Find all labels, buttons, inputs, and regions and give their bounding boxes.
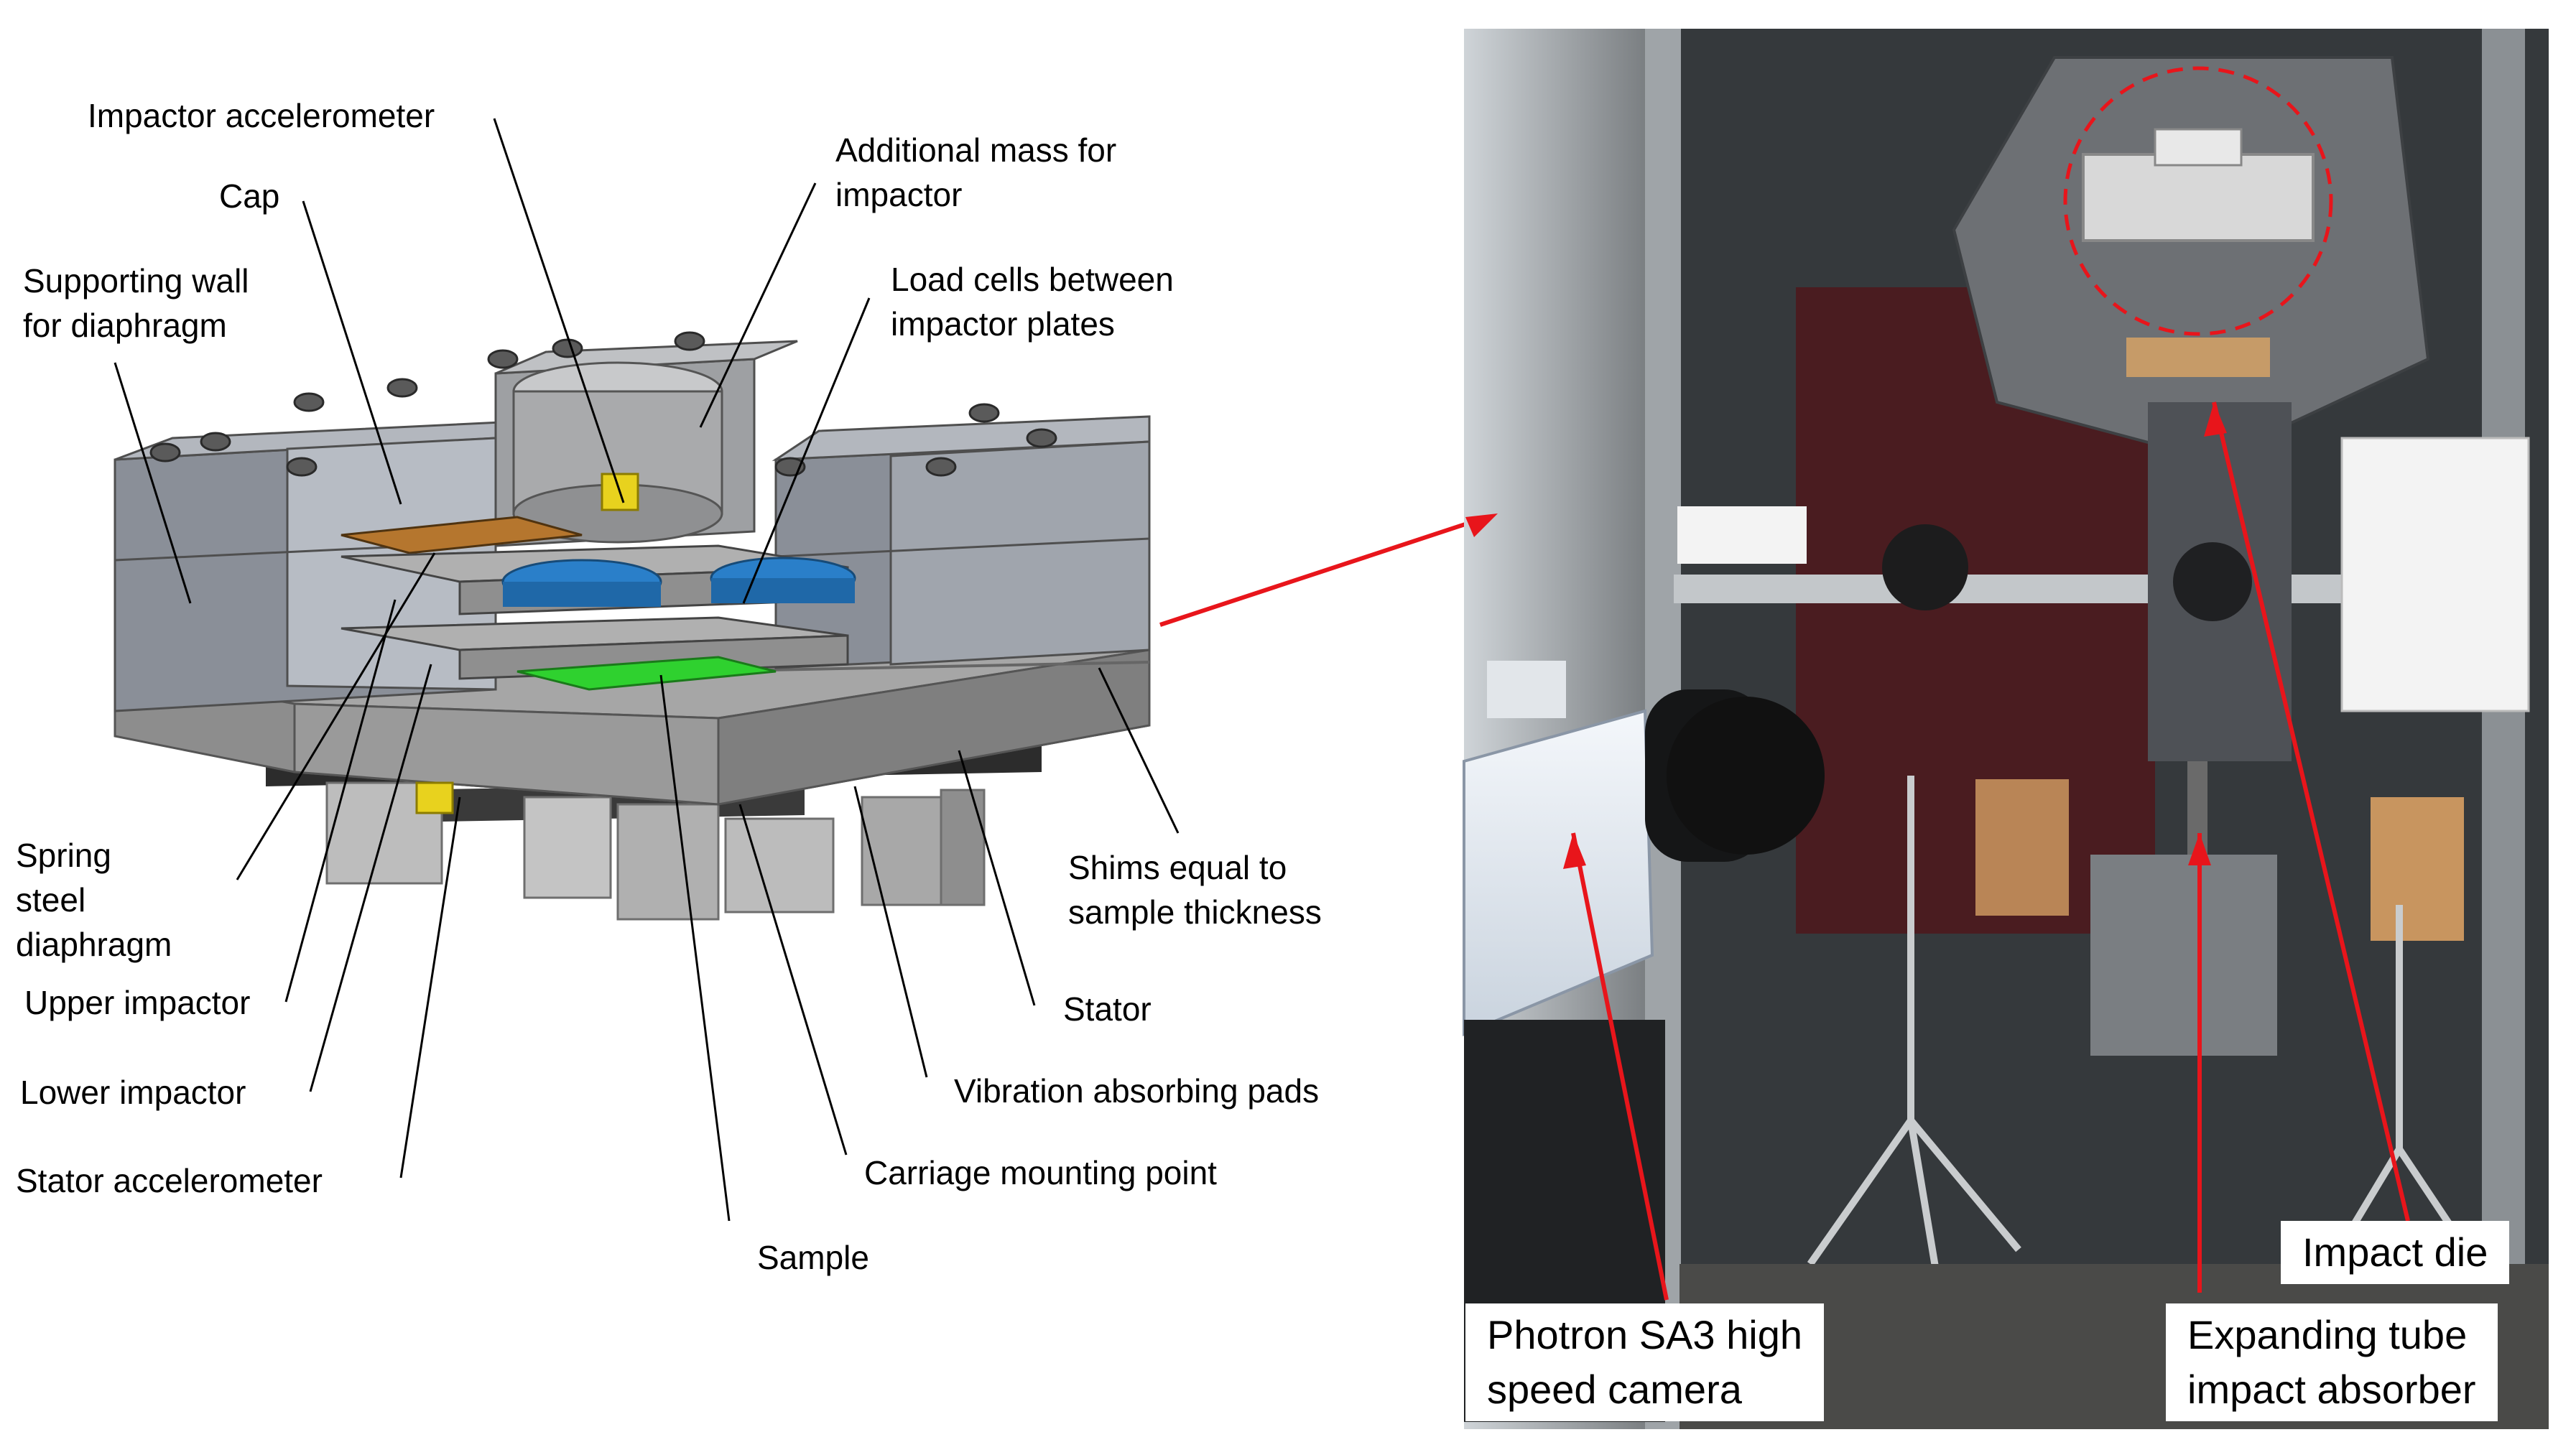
photo-annotation-lines — [1571, 401, 2410, 1301]
label-shims: Shims equal to sample thickness — [1068, 849, 1322, 931]
cap — [494, 340, 798, 547]
cap-plate — [340, 516, 583, 554]
label-stator: Stator — [1063, 990, 1152, 1028]
label-vibration-absorbing-pads: Vibration absorbing pads — [954, 1072, 1320, 1110]
sample — [516, 656, 777, 691]
leader-lines — [113, 118, 1180, 1222]
rig-photograph — [1463, 29, 2549, 1429]
carriage-mounting-blocks — [325, 781, 986, 921]
impact-die-highlight — [2063, 66, 2333, 336]
label-expanding-tube: Expanding tube impact absorber — [2166, 1303, 2498, 1421]
connector-arrow — [1159, 511, 1498, 627]
notice-sheet — [2340, 437, 2530, 712]
stator-accelerometer-part — [415, 781, 454, 814]
label-load-cells: Load cells between impactor plates — [891, 261, 1174, 343]
photo-arrowheads — [1465, 402, 2227, 869]
impact-die-part — [2082, 153, 2315, 242]
label-impact-die: Impact die — [2281, 1221, 2510, 1284]
label-spring-steel-diaphragm: Spring steel diaphragm — [16, 837, 172, 963]
label-sample: Sample — [757, 1239, 869, 1276]
label-stator-accelerometer: Stator accelerometer — [16, 1162, 323, 1199]
label-impactor-accelerometer: Impactor accelerometer — [88, 97, 435, 134]
impactor-accelerometer-part — [601, 473, 639, 511]
label-cap: Cap — [219, 177, 280, 215]
label-upper-impactor: Upper impactor — [24, 984, 251, 1021]
label-supporting-wall: Supporting wall for diaphragm — [23, 262, 249, 344]
label-lower-impactor: Lower impactor — [20, 1074, 246, 1111]
label-carriage-mounting-point: Carriage mounting point — [864, 1154, 1217, 1191]
load-cells — [501, 557, 856, 607]
cad-rig-diagram — [113, 118, 1180, 1222]
label-additional-mass: Additional mass for impactor — [835, 131, 1117, 213]
label-photron-camera: Photron SA3 high speed camera — [1465, 1303, 1824, 1421]
